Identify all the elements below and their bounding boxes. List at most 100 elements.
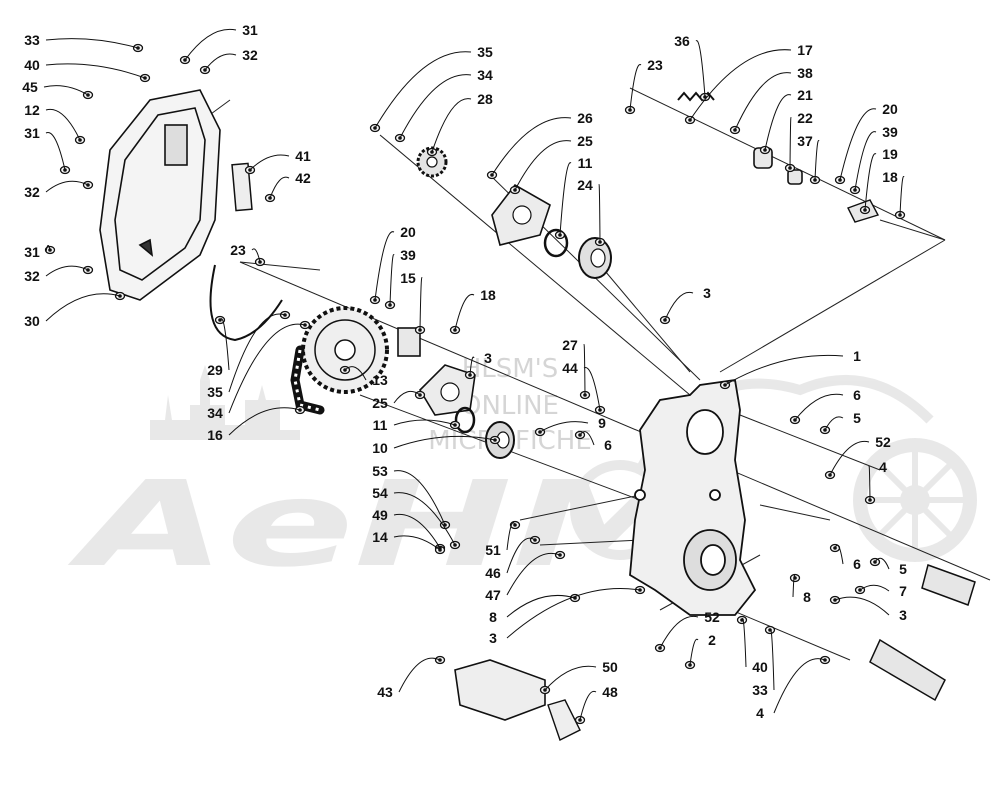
part-callout-number: 6: [853, 387, 861, 403]
callout-leader-line: [814, 140, 820, 181]
callout-arrow-tip: [768, 628, 772, 632]
part-callout-number: 21: [797, 87, 813, 103]
axis-line: [379, 134, 691, 396]
part-callout-number: 5: [899, 561, 907, 577]
callout-arrow-tip: [468, 373, 472, 377]
callout-arrow-tip: [493, 438, 497, 442]
callout-arrow-tip: [863, 208, 867, 212]
callout-arrow-tip: [788, 166, 792, 170]
part-callout-number: 34: [207, 405, 223, 421]
tensioner-block: [787, 169, 803, 185]
part-callout-number: 18: [480, 287, 496, 303]
part-callout-number: 10: [372, 440, 388, 456]
drive-chain-links: [293, 349, 321, 412]
callout-arrow-tip: [283, 313, 287, 317]
callout-leader-line: [764, 94, 792, 151]
part-callout-number: 32: [242, 47, 258, 63]
part-callout-number: 1: [853, 348, 861, 364]
part-callout-number: 33: [752, 682, 768, 698]
part-callout-number: 39: [882, 124, 898, 140]
callout-leader-line: [839, 108, 877, 181]
callout-leader-line: [834, 596, 890, 616]
axis-line: [629, 87, 946, 241]
part-callout-number: 12: [24, 102, 40, 118]
callout-leader-line: [45, 108, 81, 141]
callout-leader-line: [45, 265, 89, 277]
callout-arrow-tip: [813, 178, 817, 182]
callout-leader-line: [659, 615, 699, 649]
callout-leader-line: [45, 180, 89, 193]
housing-mount-hole: [709, 489, 721, 501]
callout-arrow-tip: [533, 538, 537, 542]
bearing-flange-lower-hole: [440, 382, 460, 402]
part-callout-number: 4: [756, 705, 764, 721]
housing-mount-hole: [634, 489, 646, 501]
axis-line: [879, 219, 946, 241]
callout-leader-line: [539, 421, 589, 433]
bearing-inner: [590, 248, 606, 268]
callout-leader-line: [393, 513, 441, 549]
axis-line: [719, 239, 946, 373]
part-callout-number: 4: [879, 459, 887, 475]
housing-lower-bore-inner: [700, 544, 726, 576]
callout-arrow-tip: [218, 318, 222, 322]
part-callout-number: 41: [295, 148, 311, 164]
callout-arrow-tip: [828, 473, 832, 477]
callout-arrow-tip: [558, 233, 562, 237]
callout-arrow-tip: [48, 248, 52, 252]
part-callout-number: 54: [372, 485, 388, 501]
part-callout-number: 32: [24, 184, 40, 200]
part-callout-number: 50: [602, 659, 618, 675]
callout-arrow-tip: [453, 328, 457, 332]
callout-leader-line: [45, 293, 121, 322]
part-callout-number: 2: [708, 632, 716, 648]
brake-caliper: [454, 659, 546, 721]
part-callout-number: 8: [803, 589, 811, 605]
callout-leader-line: [228, 407, 301, 436]
watermark-wheel-hub: [900, 485, 930, 515]
part-callout-number: 33: [24, 32, 40, 48]
callout-arrow-tip: [430, 150, 434, 154]
callout-arrow-tip: [833, 546, 837, 550]
callout-arrow-tip: [438, 548, 442, 552]
chaincase-notch: [138, 238, 154, 257]
callout-arrow-tip: [688, 118, 692, 122]
part-callout-number: 19: [882, 146, 898, 162]
watermark-wheel-spoke: [877, 462, 953, 538]
callout-leader-line: [769, 628, 775, 691]
callout-leader-line: [874, 557, 890, 570]
callout-arrow-tip: [723, 383, 727, 387]
callout-leader-line: [506, 594, 576, 618]
part-callout-number: 31: [24, 125, 40, 141]
watermark-line-1: HLSM'S: [462, 354, 559, 384]
part-callout-number: 3: [484, 350, 492, 366]
callout-leader-line: [344, 366, 367, 381]
part-callout-number: 52: [875, 434, 891, 450]
callout-leader-line: [454, 293, 475, 331]
callout-leader-line: [724, 354, 844, 386]
callout-leader-line: [393, 470, 446, 526]
part-callout-number: 15: [400, 270, 416, 286]
callout-arrow-tip: [868, 498, 872, 502]
callout-leader-line: [389, 254, 395, 306]
callout-leader-line: [789, 117, 792, 169]
callout-leader-line: [579, 690, 597, 721]
callout-arrow-tip: [733, 128, 737, 132]
callout-arrow-tip: [793, 418, 797, 422]
callout-arrow-tip: [838, 178, 842, 182]
part-callout-number: 35: [477, 44, 493, 60]
part-callout-number: 9: [598, 415, 606, 431]
tensioner-spring: [677, 91, 715, 102]
callout-leader-line: [393, 492, 456, 546]
part-callout-number: 13: [372, 372, 388, 388]
part-callout-number: 26: [577, 110, 593, 126]
part-callout-number: 46: [485, 565, 501, 581]
callout-arrow-tip: [86, 268, 90, 272]
callout-arrow-tip: [203, 68, 207, 72]
callout-labels: 3331324045123132414231323023293534162039…: [22, 22, 907, 722]
part-callout-number: 3: [899, 607, 907, 623]
snap-ring: [454, 406, 476, 434]
part-callout-number: 35: [207, 384, 223, 400]
callout-arrow-tip: [853, 188, 857, 192]
part-callout-number: 20: [882, 101, 898, 117]
